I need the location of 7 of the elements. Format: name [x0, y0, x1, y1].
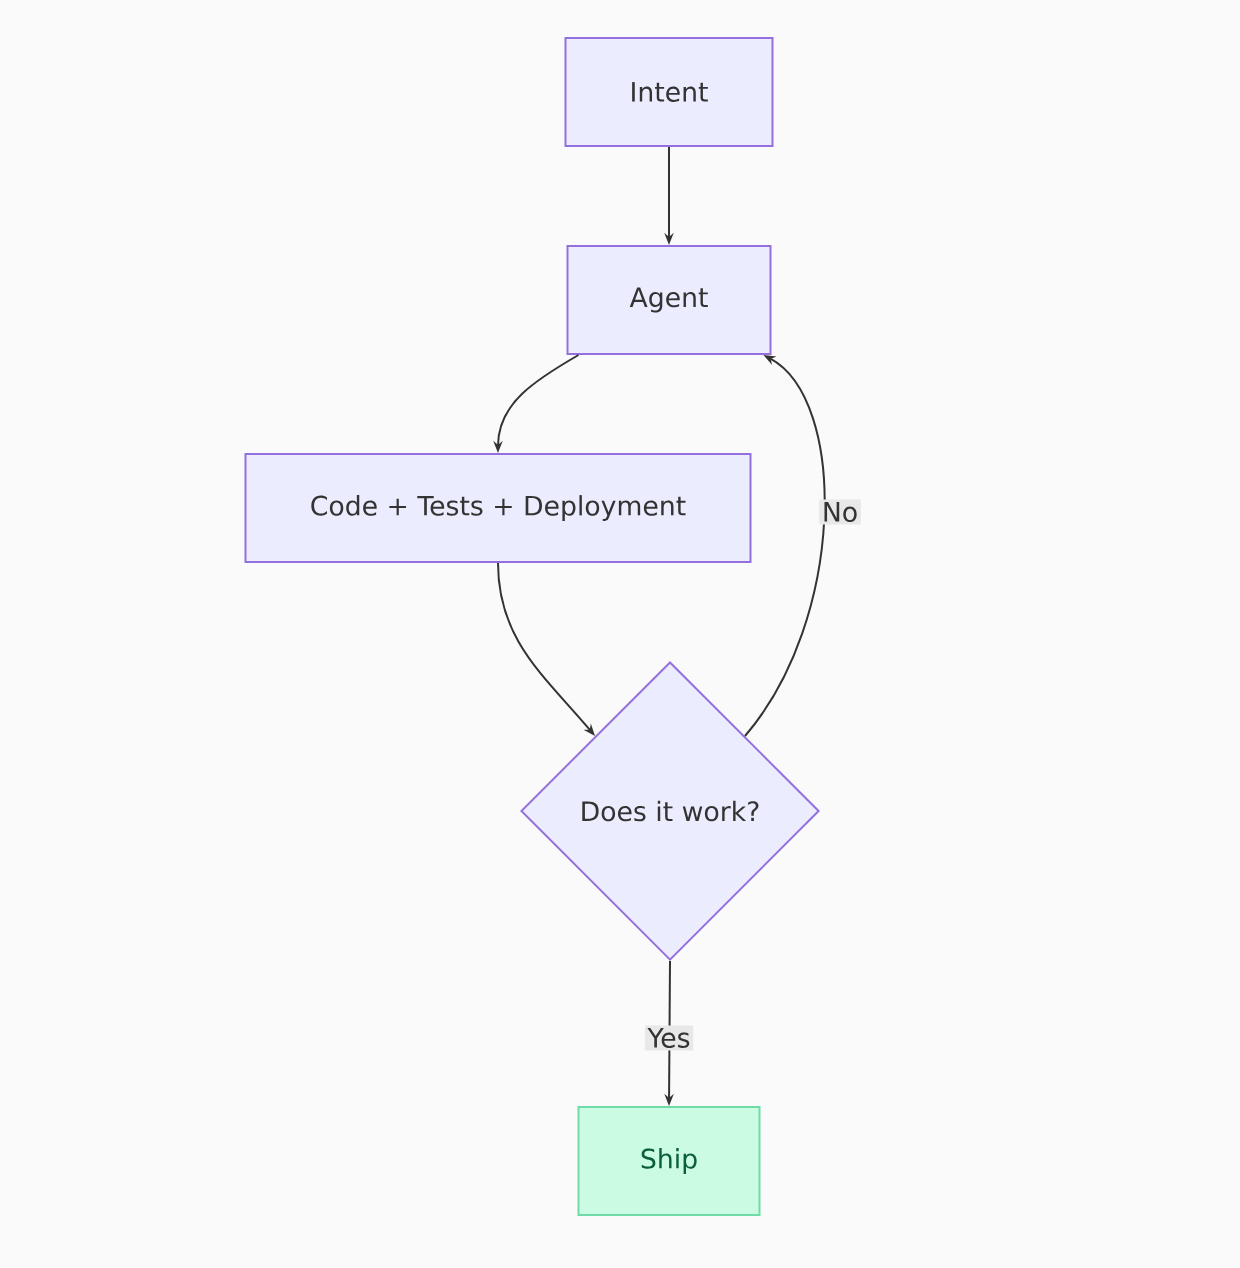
process-box: Code + Tests + Deployment [244, 453, 752, 563]
process-box: Ship [577, 1106, 761, 1216]
arrow [744, 355, 826, 737]
process-box: Agent [566, 245, 772, 355]
process-box: Intent [564, 37, 774, 147]
edge-label: Yes [644, 1025, 694, 1051]
edge-label: No [819, 499, 861, 525]
